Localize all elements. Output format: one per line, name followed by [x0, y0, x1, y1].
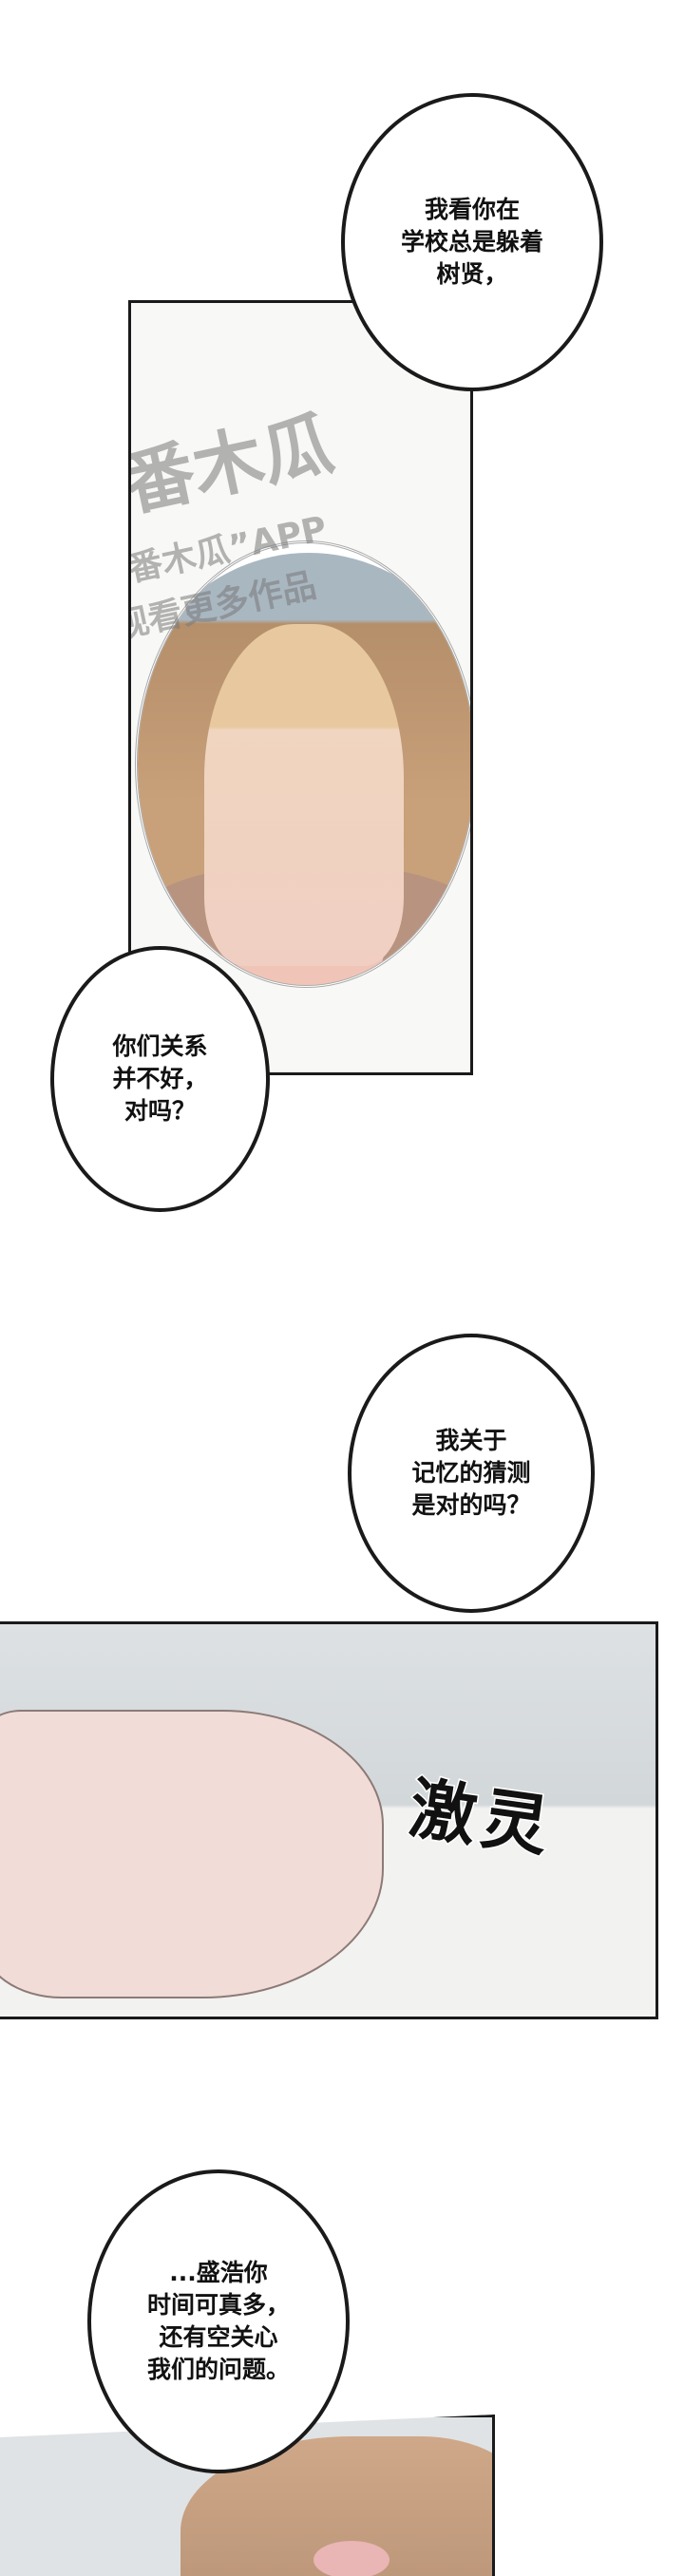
speech-bubble-4: ...盛浩你 时间可真多， 还有空关心 我们的问题。	[87, 2169, 350, 2473]
speech-text: 你们关系 并不好， 对吗？	[112, 1032, 208, 1125]
clenched-hand	[0, 1710, 384, 1998]
speech-text: 我看你在 学校总是躲着 树贤，	[400, 196, 543, 288]
panel-hand	[0, 1621, 658, 2019]
speech-bubble-2: 你们关系 并不好， 对吗？	[50, 946, 270, 1212]
character-blush	[314, 2541, 390, 2576]
mirror-reflection	[138, 553, 470, 985]
panel-mirror-portrait: 番木瓜 下载“番木瓜”APP 观看更多作品	[128, 300, 473, 1075]
round-mirror	[135, 540, 470, 988]
character-face	[204, 624, 404, 966]
speech-bubble-1: 我看你在 学校总是躲着 树贤，	[341, 93, 603, 391]
speech-text: ...盛浩你 时间可真多， 还有空关心 我们的问题。	[146, 2259, 290, 2383]
sound-effect: 激灵	[404, 1768, 560, 1867]
speech-text: 我关于 记忆的猜测 是对的吗？	[411, 1427, 531, 1519]
speech-bubble-3: 我关于 记忆的猜测 是对的吗？	[348, 1334, 595, 1613]
